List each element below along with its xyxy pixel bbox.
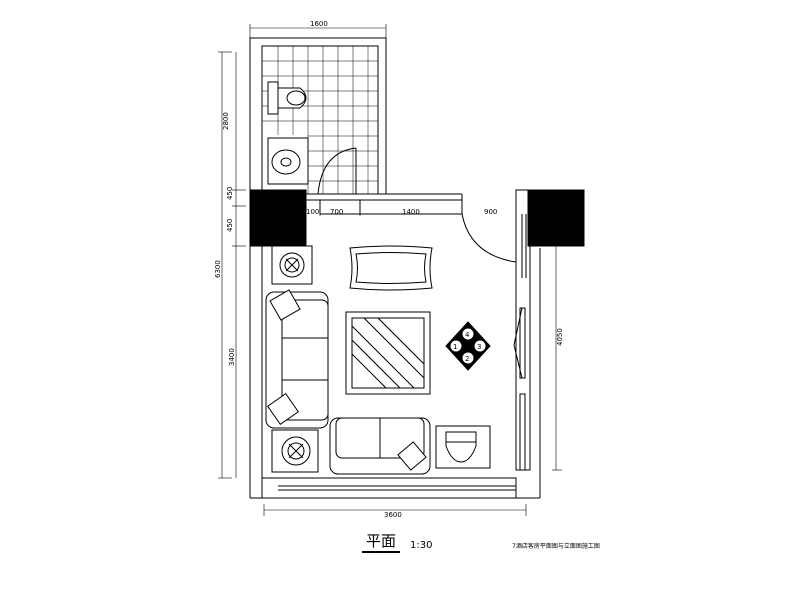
dim-bottom-width: 3600 [384,511,402,519]
armchair [435,425,491,469]
dim-front-d: 900 [484,208,497,216]
dim-left-total: 6300 [214,260,222,278]
dim-right-height: 4050 [556,328,564,346]
dim-front-b: 700 [330,208,343,216]
side-table-bottom [271,429,319,473]
washbasin-icon [267,137,309,185]
tea-table-number-2: 2 [465,355,469,363]
drawing-caption: 7酒店客房平面图与立面图施工图 [512,543,600,550]
toilet-icon [267,81,307,115]
tea-table-number-4: 4 [465,331,470,339]
tea-table-number-3: 3 [477,343,481,351]
dim-left-lower: 3400 [228,348,236,366]
entrance-door [461,213,527,278]
column-left [249,189,307,247]
dim-wall-segment-a: 450 [226,187,234,200]
dimension-lines [218,24,562,516]
drawing-title: 平面 [362,532,401,553]
sofa-left [265,289,329,429]
dim-front-c: 1400 [402,208,420,216]
column-right [527,189,585,247]
tea-table-number-1: 1 [453,343,457,351]
dim-top-bath-width: 1600 [310,20,328,28]
dim-wall-segment-b: 450 [226,219,234,232]
bathroom-door [317,147,357,195]
drawing-scale: 1:30 [410,540,433,551]
side-table-top [271,245,313,285]
coffee-table [345,311,431,395]
sofa-bottom [329,417,431,475]
tv-panel [513,307,526,471]
dim-bath-height: 2800 [222,112,230,130]
tea-table [445,321,491,371]
dim-front-a: 100 [306,208,319,216]
ottoman [349,245,433,291]
